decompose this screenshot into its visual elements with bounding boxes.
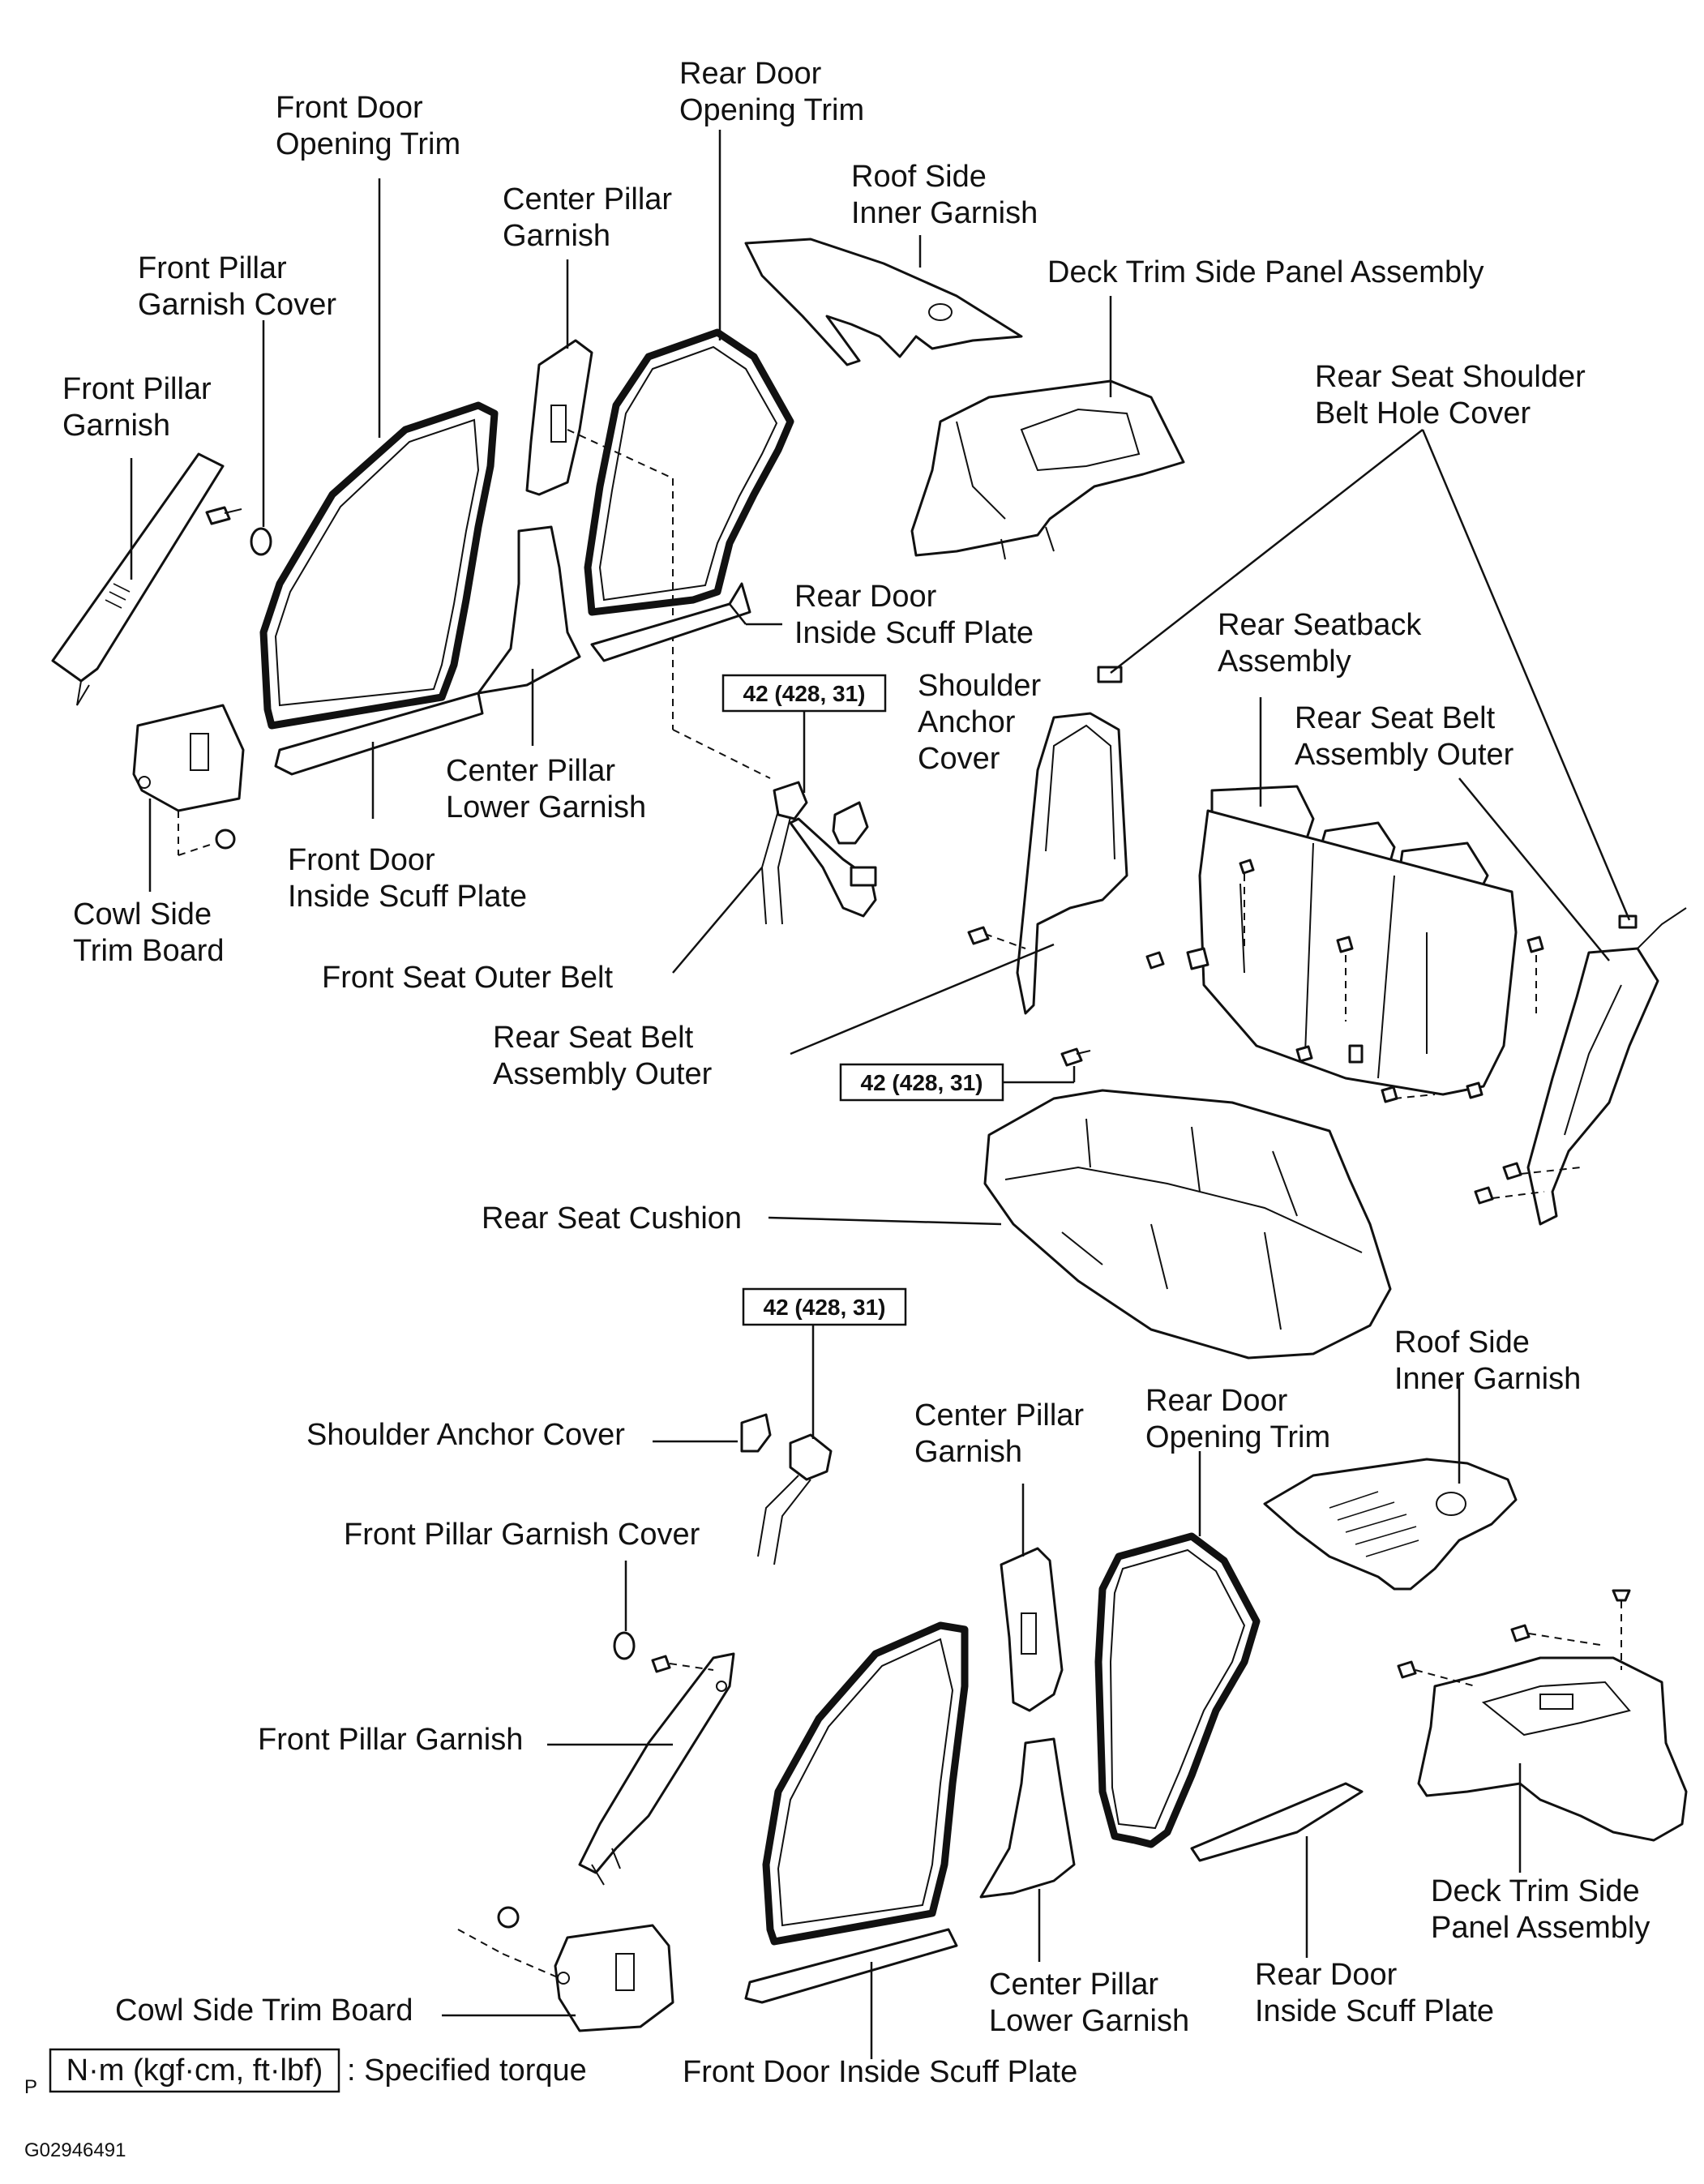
label-front-door-inside-scuff-plate-top: Front Door Inside Scuff Plate <box>288 843 527 914</box>
center-pillar-lower-garnish-part-top <box>477 525 581 695</box>
front-door-inside-scuff-plate-part-bottom <box>744 1928 958 2004</box>
torque-spec-middle-text: 42 (428, 31) <box>861 1070 983 1095</box>
label-front-door-inside-scuff-plate-bottom: Front Door Inside Scuff Plate <box>683 2055 1077 2089</box>
label-front-pillar-garnish-cover-top: Front Pillar Garnish Cover <box>138 251 336 322</box>
label-rear-seat-belt-assembly-outer-right: Rear Seat Belt Assembly Outer <box>1295 701 1514 772</box>
front-pillar-garnish-part-top <box>51 452 225 706</box>
label-rear-seat-shoulder-belt-hole-cover: Rear Seat Shoulder Belt Hole Cover <box>1315 360 1594 430</box>
label-center-pillar-lower-garnish-bottom: Center Pillar Lower Garnish <box>989 1968 1189 2038</box>
label-cowl-side-trim-board-bottom: Cowl Side Trim Board <box>115 1993 413 2028</box>
label-front-seat-outer-belt: Front Seat Outer Belt <box>322 961 613 995</box>
label-shoulder-anchor-cover-bottom: Shoulder Anchor Cover <box>306 1418 625 1452</box>
legend-prefix: P <box>24 2076 37 2098</box>
label-roof-side-inner-garnish-top: Roof Side Inner Garnish <box>851 160 1038 230</box>
rear-seat-belt-bolt-left <box>967 926 1091 1067</box>
legend-text: : Specified torque <box>347 2053 587 2088</box>
roof-side-inner-garnish-part-top <box>744 238 1023 366</box>
label-front-door-opening-trim-top: Front Door Opening Trim <box>276 91 460 161</box>
front-door-opening-trim-part-bottom <box>762 1621 969 1946</box>
label-rear-seat-belt-assembly-outer-left: Rear Seat Belt Assembly Outer <box>493 1021 713 1091</box>
legend-box-text: N·m (kgf·cm, ft·lbf) <box>66 2053 323 2088</box>
label-rear-seat-cushion: Rear Seat Cushion <box>482 1201 742 1235</box>
torque-spec-lower: 42 (428, 31) <box>742 1287 907 1439</box>
torque-spec-middle: 42 (428, 31) <box>839 1063 1076 1102</box>
front-pillar-clip-top <box>205 506 272 556</box>
front-seat-belt-anchor-bottom <box>757 1433 833 1565</box>
front-door-opening-trim-part-top <box>259 401 499 730</box>
rear-door-inside-scuff-plate-part-top <box>590 582 751 662</box>
center-pillar-lower-garnish-part-bottom <box>979 1737 1076 1899</box>
deck-trim-side-panel-part-bottom <box>1397 1589 1688 1842</box>
shoulder-anchor-cover-part-top <box>832 801 869 845</box>
center-pillar-garnish-part-bottom <box>1000 1547 1064 1712</box>
label-center-pillar-garnish-top: Center Pillar Garnish <box>503 182 681 253</box>
cowl-side-trim-board-part-bottom <box>457 1906 674 2032</box>
shoulder-anchor-cover-part-bottom <box>740 1413 772 1453</box>
torque-spec-lower-text: 42 (428, 31) <box>764 1295 886 1320</box>
roof-side-inner-garnish-part-bottom <box>1263 1458 1518 1591</box>
label-rear-door-opening-trim-bottom: Rear Door Opening Trim <box>1145 1384 1330 1454</box>
torque-spec-upper: 42 (428, 31) <box>721 674 887 793</box>
figure-id: G02946491 <box>24 2139 126 2161</box>
label-rear-door-opening-trim-top: Rear Door Opening Trim <box>679 57 864 127</box>
label-rear-door-inside-scuff-plate-top: Rear Door Inside Scuff Plate <box>794 580 1034 650</box>
label-deck-trim-side-panel-top: Deck Trim Side Panel Assembly <box>1047 255 1484 289</box>
front-seat-outer-belt-part <box>760 781 877 925</box>
front-pillar-garnish-cover-part-bottom <box>613 1631 636 1660</box>
label-rear-seatback-assembly: Rear Seatback Assembly <box>1218 608 1430 679</box>
cowl-side-trim-board-part-top <box>132 704 245 856</box>
label-center-pillar-lower-garnish-top: Center Pillar Lower Garnish <box>446 754 646 824</box>
center-pillar-dashed-line <box>567 429 674 479</box>
front-door-inside-scuff-plate-part-top <box>274 692 484 776</box>
leader-lines <box>130 130 1631 2059</box>
rear-seatback-assembly-part <box>1186 785 1518 1096</box>
rear-door-opening-trim-part-bottom <box>1094 1532 1261 1848</box>
center-pillar-garnish-part-top <box>525 339 593 496</box>
rear-seat-belt-assembly-outer-part-left <box>1016 666 1128 1015</box>
label-deck-trim-side-panel-bottom: Deck Trim Side Panel Assembly <box>1431 1874 1650 1945</box>
label-front-pillar-garnish-bottom: Front Pillar Garnish <box>258 1723 523 1757</box>
label-front-pillar-garnish-cover-bottom: Front Pillar Garnish Cover <box>344 1518 700 1552</box>
label-cowl-side-trim-board-top: Cowl Side Trim Board <box>73 897 225 968</box>
rear-seat-belt-assembly-outer-part-right <box>1474 907 1687 1226</box>
label-rear-door-inside-scuff-plate-bottom: Rear Door Inside Scuff Plate <box>1255 1958 1494 2028</box>
label-front-pillar-garnish-top: Front Pillar Garnish <box>62 372 220 443</box>
deck-trim-side-panel-part-top <box>910 379 1185 560</box>
label-shoulder-anchor-cover-top: Shoulder Anchor Cover <box>918 669 1050 776</box>
rear-seat-cushion-part <box>983 1089 1392 1360</box>
rear-door-opening-trim-part-top <box>584 328 794 616</box>
front-pillar-garnish-part-bottom <box>578 1652 735 1886</box>
torque-legend: P N·m (kgf·cm, ft·lbf) : Specified torqu… <box>24 2048 587 2098</box>
label-roof-side-inner-garnish-bottom: Roof Side Inner Garnish <box>1394 1325 1581 1396</box>
rear-door-inside-scuff-plate-part-bottom <box>1190 1782 1364 1862</box>
part-labels: Front Door Opening Trim Rear Door Openin… <box>62 57 1650 2089</box>
rear-seatback-bolts <box>1145 859 1544 1103</box>
torque-spec-upper-text: 42 (428, 31) <box>743 681 866 706</box>
label-center-pillar-garnish-bottom: Center Pillar Garnish <box>914 1398 1093 1469</box>
